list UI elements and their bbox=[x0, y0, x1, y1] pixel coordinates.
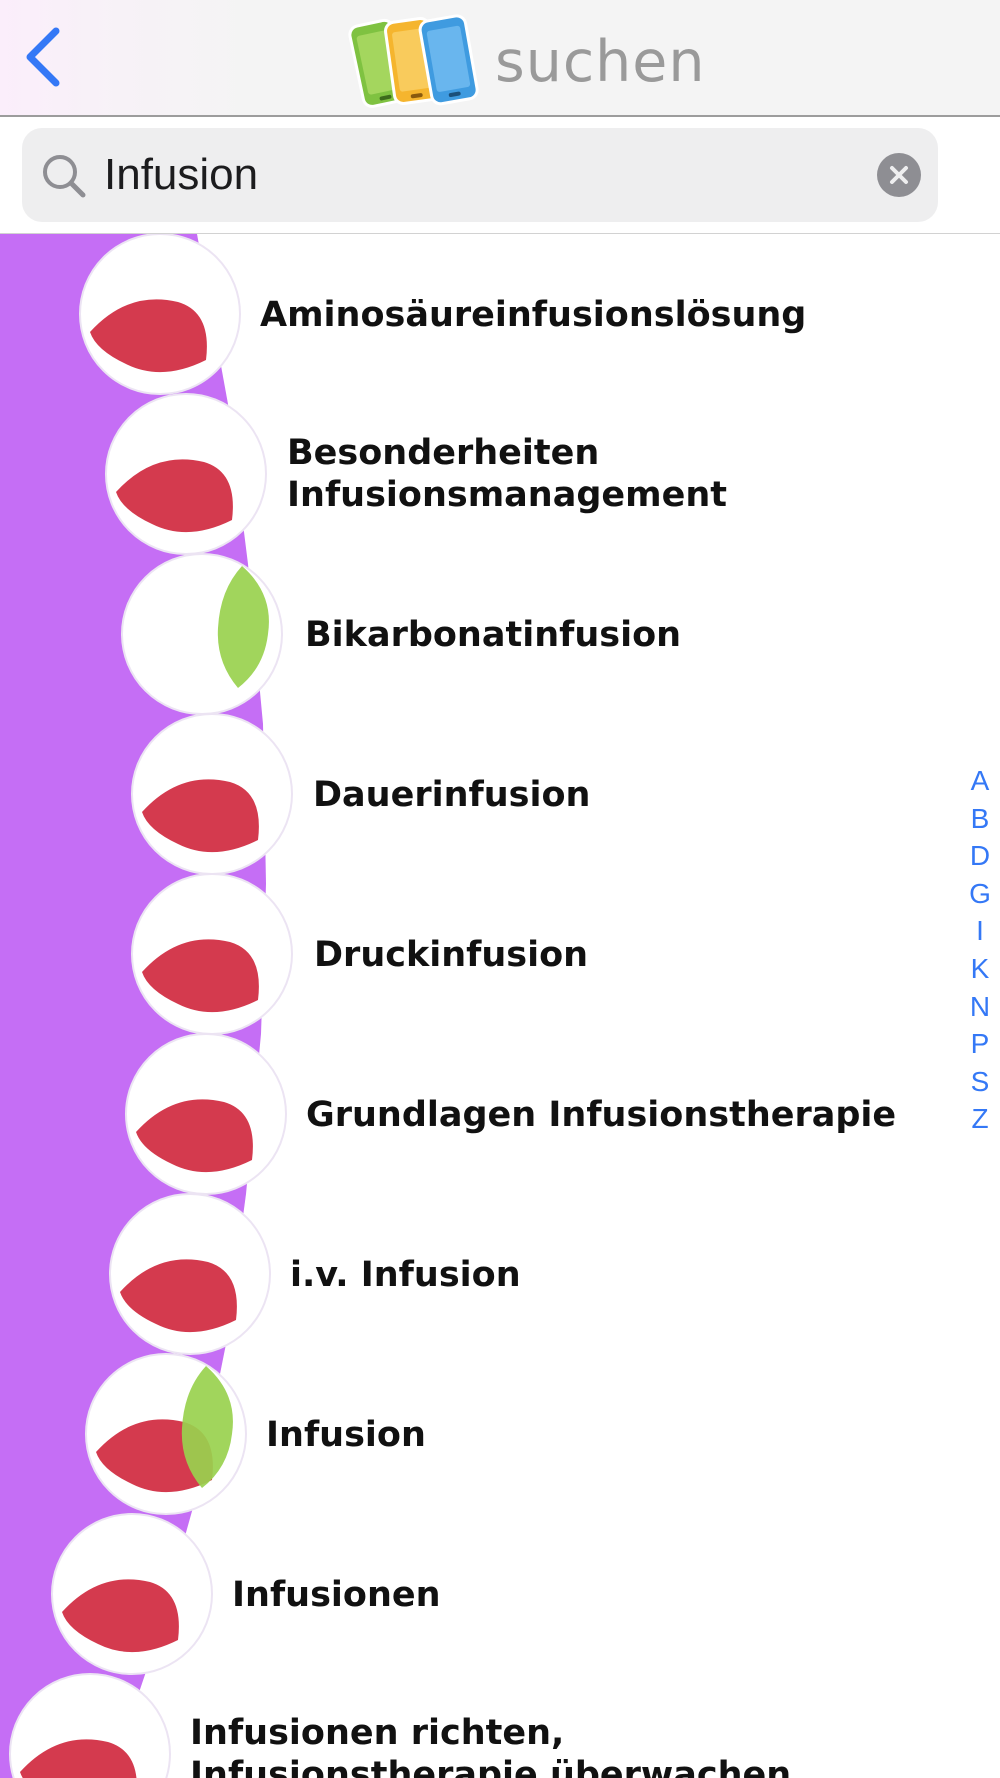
list-item-label: Druckinfusion bbox=[314, 935, 589, 975]
list-item[interactable]: Dauerinfusion bbox=[0, 712, 940, 876]
list-item[interactable]: Infusionen richten, Infusionstherapie üb… bbox=[0, 1672, 940, 1778]
page-title: suchen bbox=[495, 29, 706, 95]
red-leaf-badge-icon bbox=[124, 1032, 288, 1196]
search-input[interactable] bbox=[102, 140, 864, 210]
index-letter[interactable]: B bbox=[970, 802, 990, 834]
red-leaf-badge-icon bbox=[108, 1192, 272, 1356]
three-phones-logo-icon bbox=[340, 10, 490, 110]
red-leaf-badge-icon bbox=[130, 872, 294, 1036]
search-area bbox=[0, 117, 1000, 234]
index-letter[interactable]: S bbox=[970, 1065, 990, 1097]
list-item-label: Infusionen bbox=[232, 1575, 441, 1615]
red-leaf-badge-icon bbox=[130, 712, 294, 876]
list-item-label: Besonderheiten Infusionsmanagement bbox=[287, 433, 727, 515]
section-index[interactable]: A B D G I K N P S Z bbox=[962, 762, 998, 1138]
red-leaf-badge-icon bbox=[8, 1672, 172, 1778]
index-letter[interactable]: Z bbox=[971, 1103, 989, 1135]
search-field[interactable] bbox=[22, 128, 938, 222]
search-results-list: Aminosäureinfusionslösung Besonderheiten… bbox=[0, 234, 1000, 1778]
list-item-label: i.v. Infusion bbox=[290, 1255, 521, 1295]
chevron-left-icon bbox=[26, 27, 60, 87]
clear-search-button[interactable] bbox=[877, 153, 921, 197]
index-letter[interactable]: D bbox=[969, 840, 991, 872]
list-item[interactable]: Aminosäureinfusionslösung bbox=[0, 234, 940, 396]
red-leaf-badge-icon bbox=[78, 234, 242, 396]
index-letter[interactable]: P bbox=[970, 1028, 990, 1060]
list-item[interactable]: Grundlagen Infusionstherapie bbox=[0, 1032, 940, 1196]
clear-icon bbox=[890, 166, 908, 184]
list-item-label: Dauerinfusion bbox=[313, 775, 591, 815]
index-letter[interactable]: N bbox=[969, 990, 991, 1022]
list-item-label: Aminosäureinfusionslösung bbox=[260, 295, 807, 335]
index-letter[interactable]: I bbox=[976, 915, 984, 947]
list-item[interactable]: Infusion bbox=[0, 1352, 940, 1516]
list-item-label: Infusionen richten, Infusionstherapie üb… bbox=[190, 1713, 792, 1778]
search-icon bbox=[43, 155, 86, 198]
back-button[interactable] bbox=[14, 20, 74, 94]
red-green-leaf-badge-icon bbox=[84, 1352, 248, 1516]
list-item-label: Infusion bbox=[266, 1415, 426, 1455]
list-item[interactable]: Druckinfusion bbox=[0, 872, 940, 1036]
green-leaf-badge-icon bbox=[120, 552, 284, 716]
red-leaf-badge-icon bbox=[104, 392, 268, 556]
index-letter[interactable]: K bbox=[970, 952, 990, 984]
list-item-label: Grundlagen Infusionstherapie bbox=[306, 1095, 897, 1135]
red-leaf-badge-icon bbox=[50, 1512, 214, 1676]
list-item[interactable]: Bikarbonatinfusion bbox=[0, 552, 940, 716]
list-item-label: Bikarbonatinfusion bbox=[305, 615, 682, 655]
index-letter[interactable]: A bbox=[970, 765, 990, 796]
navigation-bar: suchen bbox=[0, 0, 1000, 117]
list-item[interactable]: Infusionen bbox=[0, 1512, 940, 1676]
index-letter[interactable]: G bbox=[969, 877, 991, 909]
list-item[interactable]: i.v. Infusion bbox=[0, 1192, 940, 1356]
list-item[interactable]: Besonderheiten Infusionsmanagement bbox=[0, 392, 940, 556]
